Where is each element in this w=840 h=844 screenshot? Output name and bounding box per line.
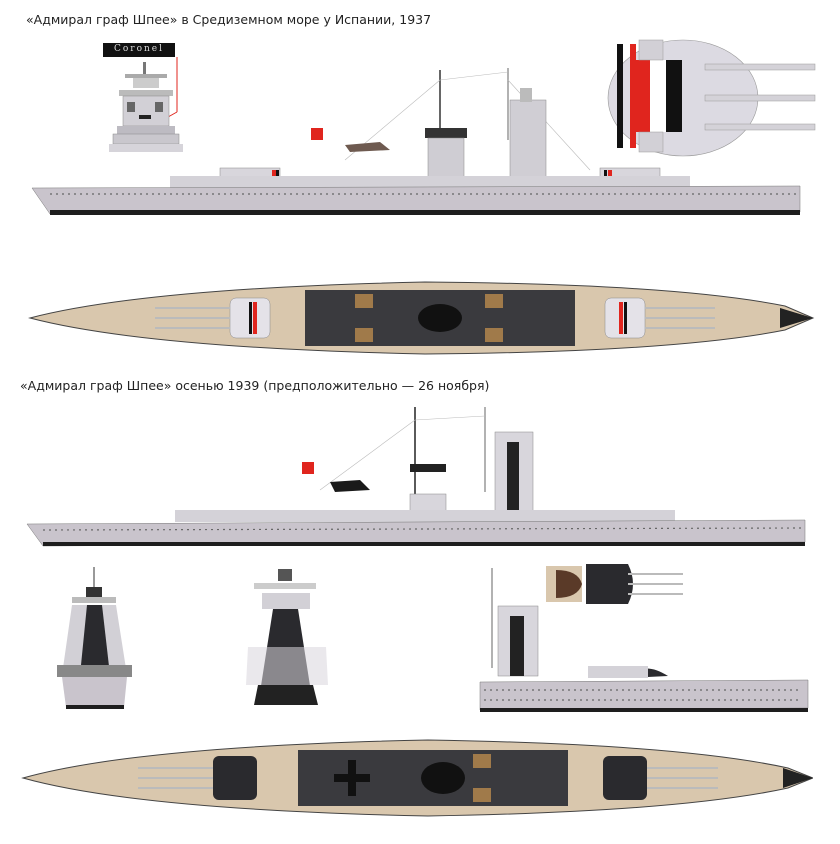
plan-view-1939 <box>18 728 813 828</box>
side-profile-1937 <box>20 60 820 220</box>
caption-1939: «Адмирал граф Шпее» осенью 1939 (предпол… <box>20 378 490 393</box>
bow-view-1939 <box>42 565 147 715</box>
front-view-1937 <box>95 40 205 155</box>
aft-detail-1939 <box>478 558 813 718</box>
caption-1937: «Адмирал граф Шпее» в Средиземном море у… <box>26 12 432 27</box>
stern-view-1939 <box>238 565 333 710</box>
turret-top-1937 <box>605 36 820 161</box>
side-profile-1939 <box>15 402 815 552</box>
nameplate-label: Coronel <box>113 44 165 54</box>
plan-view-1937 <box>25 268 815 368</box>
